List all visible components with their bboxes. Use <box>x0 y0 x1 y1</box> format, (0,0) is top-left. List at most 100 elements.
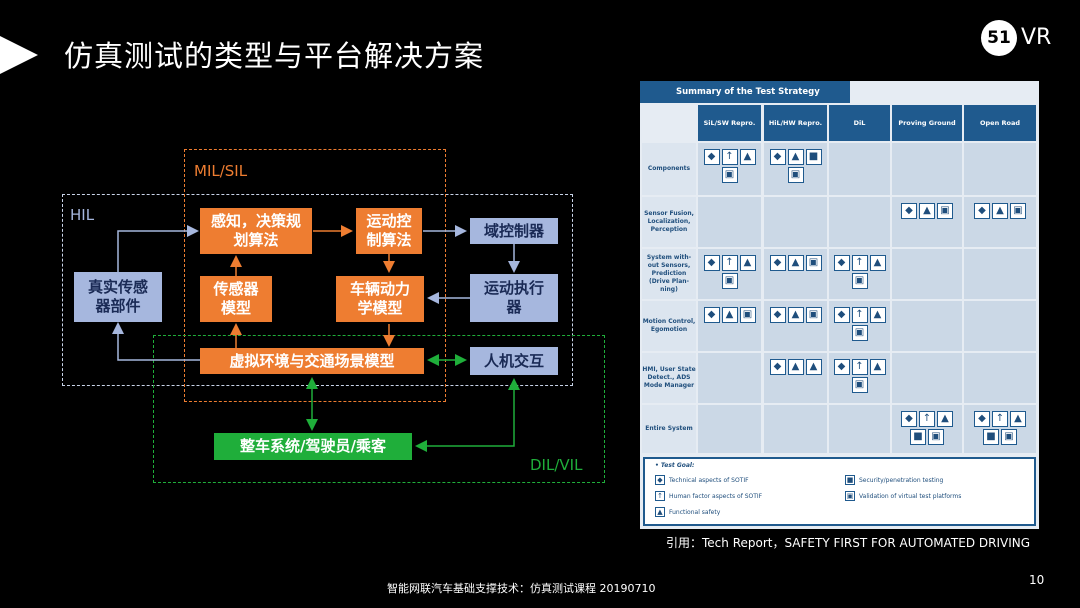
person-icon: ↑ <box>721 149 738 165</box>
legend-label: Technical aspects of SOTIF <box>669 476 749 484</box>
table-cell <box>892 249 962 299</box>
box-vehicle-dynamics: 车辆动力 学模型 <box>336 276 424 322</box>
region-dil-vil-label: DIL/VIL <box>530 456 583 474</box>
table-cell: ◆▲■▣ <box>764 143 827 195</box>
arrow-vehicle-to-hmi <box>415 378 520 452</box>
box-motion-control: 运动控 制算法 <box>356 208 422 254</box>
table-cell <box>892 301 962 351</box>
diamond-icon: ◆ <box>974 411 990 427</box>
legend-label: Security/penetration testing <box>859 476 944 484</box>
lock-alt-icon: ▲ <box>869 307 886 323</box>
slide-title: 仿真测试的类型与平台解决方案 <box>64 39 485 73</box>
person-icon: ↑ <box>851 359 868 375</box>
diamond-icon: ◆ <box>769 149 786 165</box>
table-cell <box>964 301 1036 351</box>
box-hmi: 人机交互 <box>470 347 558 375</box>
legend-title: • Test Goal: <box>655 462 695 469</box>
table-cell <box>892 143 962 195</box>
table-row-label: System with-out Sensors, Prediction (Dri… <box>642 249 696 299</box>
table-row-label: Entire System <box>642 405 696 453</box>
car-icon: ▣ <box>739 307 756 323</box>
table-cell: ◆▲▣ <box>964 197 1036 247</box>
diamond-icon: ◆ <box>769 307 786 323</box>
legend-item: ◆ Technical aspects of SOTIF <box>655 475 749 485</box>
table-cell: ◆↑▲▣ <box>698 249 761 299</box>
table-cell: ◆↑▲▣ <box>829 249 890 299</box>
diamond-icon: ◆ <box>833 255 850 271</box>
arrow-sensor-to-perception <box>117 225 199 272</box>
arrow-env-to-sensor <box>112 322 200 361</box>
table-cell <box>764 405 827 453</box>
test-strategy-table: Summary of the Test Strategy SiL/SW Repr… <box>640 81 1039 529</box>
table-cell: ◆▲▣ <box>764 301 827 351</box>
table-cell: ◆↑▲▣ <box>829 353 890 403</box>
table-column-header: Proving Ground <box>892 105 962 141</box>
table-cell <box>829 405 890 453</box>
table-title: Summary of the Test Strategy <box>640 81 850 103</box>
car-icon: ▣ <box>805 307 822 323</box>
table-row-label: Components <box>642 143 696 195</box>
diamond-icon: ◆ <box>703 149 720 165</box>
logo: 51 VR <box>981 20 1071 60</box>
table-cell: ◆↑▲▣ <box>829 301 890 351</box>
lock-icon: ■ <box>910 429 926 445</box>
lock-alt-icon: ▲ <box>992 203 1008 219</box>
legend-item: ↑Human factor aspects of SOTIF <box>655 491 762 501</box>
car-icon: ▣ <box>851 377 868 393</box>
page-number: 10 <box>1029 573 1045 587</box>
lock-icon: ■ <box>805 149 822 165</box>
diamond-icon: ◆ <box>974 203 990 219</box>
car-icon: ▣ <box>937 203 953 219</box>
diamond-icon: ◆ <box>703 255 720 271</box>
table-cell: ◆↑▲■▣ <box>892 405 962 453</box>
lock-alt-icon: ▲ <box>787 359 804 375</box>
logo-mark: 51 <box>981 20 1017 56</box>
diamond-icon: ◆ <box>833 307 850 323</box>
table-cell <box>964 353 1036 403</box>
table-cell <box>829 197 890 247</box>
box-motion-actuator: 运动执行 器 <box>470 274 558 322</box>
table-column-header: SiL/SW Repro. <box>698 105 761 141</box>
box-domain-controller: 域控制器 <box>470 218 558 244</box>
diamond-icon: ◆ <box>901 203 917 219</box>
car-icon: ▣ <box>787 167 804 183</box>
diamond-icon: ◆ <box>655 475 665 485</box>
table-cell <box>964 249 1036 299</box>
diamond-icon: ◆ <box>833 359 850 375</box>
table-cell <box>829 143 890 195</box>
table-row-label: HMI, User State Detect., ADS Mode Manage… <box>642 353 696 403</box>
legend-label: Human factor aspects of SOTIF <box>669 492 763 500</box>
footer: 智能网联汽车基础支撑技术：仿真测试课程 20190710 <box>387 582 656 595</box>
table-column-header: HiL/HW Repro. <box>764 105 827 141</box>
lock-alt-icon: ▲ <box>787 307 804 323</box>
lock-alt-icon: ▲ <box>655 507 665 517</box>
region-hil-label: HIL <box>70 206 95 224</box>
diamond-icon: ◆ <box>769 359 786 375</box>
car-icon: ▣ <box>805 255 822 271</box>
box-sensor-model: 传感器 模型 <box>200 276 272 322</box>
car-icon: ▣ <box>1001 429 1017 445</box>
table-cell <box>698 197 761 247</box>
lock-alt-icon: ▲ <box>919 203 935 219</box>
table-cell: ◆▲▣ <box>698 301 761 351</box>
table-cell <box>764 197 827 247</box>
table-cell <box>698 405 761 453</box>
lock-alt-icon: ▲ <box>805 359 822 375</box>
table-cell: ◆▲▲ <box>764 353 827 403</box>
region-dil-vil <box>153 335 605 483</box>
box-real-sensor: 真实传感 器部件 <box>74 272 162 322</box>
box-perception-decision: 感知，决策规 划算法 <box>200 208 312 254</box>
lock-alt-icon: ▲ <box>869 359 886 375</box>
slide-arrow-icon <box>0 36 38 74</box>
person-icon: ↑ <box>851 307 868 323</box>
table-cell: ◆▲▣ <box>764 249 827 299</box>
lock-icon: ■ <box>983 429 999 445</box>
car-icon: ▣ <box>1010 203 1026 219</box>
person-icon: ↑ <box>851 255 868 271</box>
table-row-label: Sensor Fusion, Localization, Perception <box>642 197 696 247</box>
table-cell: ◆▲▣ <box>892 197 962 247</box>
box-vehicle-system: 整车系统/驾驶员/乘客 <box>214 433 412 460</box>
diamond-icon: ◆ <box>769 255 786 271</box>
table-cell <box>892 353 962 403</box>
